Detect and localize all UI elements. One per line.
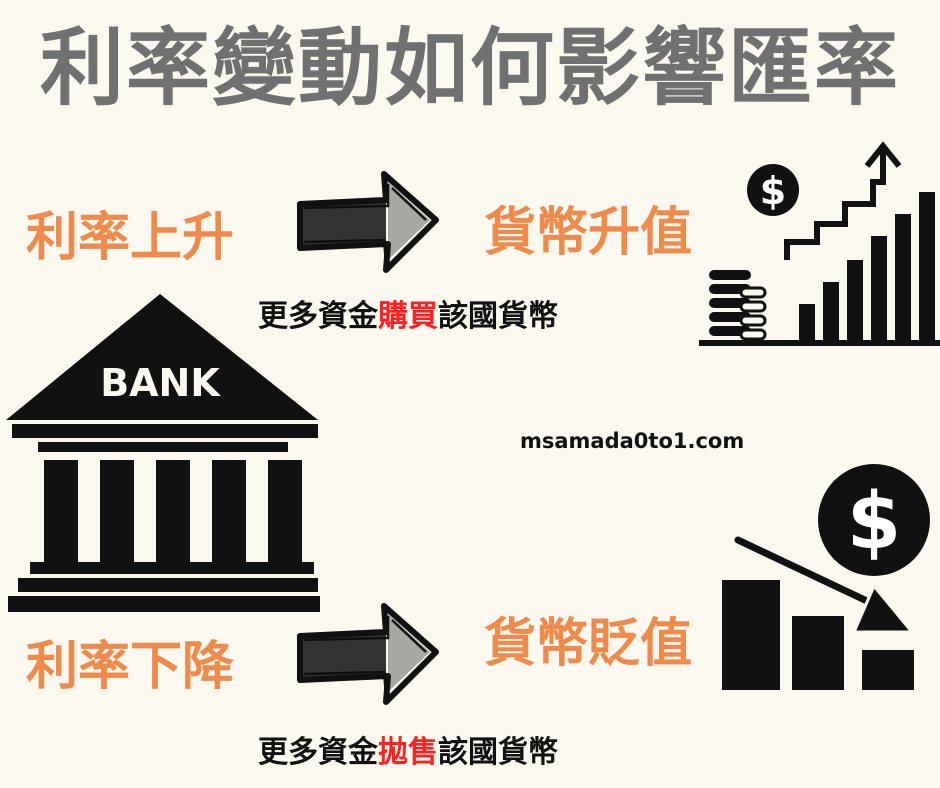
bank-icon: BANK xyxy=(6,294,320,612)
caption-up-highlight: 購買 xyxy=(378,299,438,334)
caption-down-prefix: 更多資金 xyxy=(258,735,378,770)
dollar-coin-icon: $ xyxy=(747,164,799,216)
rising-bar-chart-icon: $ xyxy=(699,141,940,346)
caption-up-suffix: 該國貨幣 xyxy=(438,299,558,334)
falling-bar-chart-icon: $ xyxy=(722,464,930,690)
rate-up-label: 利率上升 xyxy=(26,208,235,268)
caption-down: 更多資金拋售該國貨幣 xyxy=(258,733,558,773)
currency-appreciate-label: 貨幣升值 xyxy=(484,203,693,263)
caption-down-suffix: 該國貨幣 xyxy=(438,735,558,770)
rate-down-label: 利率下降 xyxy=(26,637,235,697)
arrow-right-icon xyxy=(297,171,439,273)
caption-up: 更多資金購買該國貨幣 xyxy=(258,297,558,337)
currency-depreciate-label: 貨幣貶值 xyxy=(484,614,693,674)
caption-down-highlight: 拋售 xyxy=(378,735,438,770)
svg-text:$: $ xyxy=(760,169,786,213)
caption-up-prefix: 更多資金 xyxy=(258,299,378,334)
arrow-right-icon xyxy=(297,603,439,705)
dollar-coin-icon: $ xyxy=(818,464,930,576)
website-label: msamada0to1.com xyxy=(520,429,745,453)
bank-label: BANK xyxy=(100,361,221,405)
page-title: 利率變動如何影響匯率 xyxy=(39,19,900,117)
coin-stack-icon xyxy=(709,270,767,341)
svg-text:$: $ xyxy=(847,477,901,567)
